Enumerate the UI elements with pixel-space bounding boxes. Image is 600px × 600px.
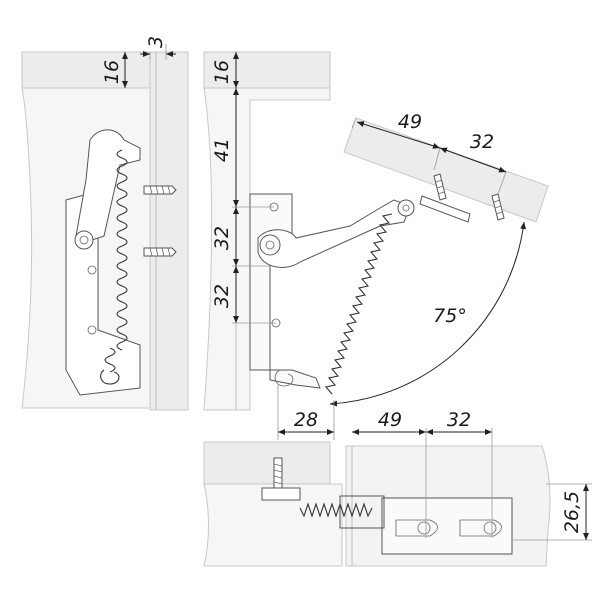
- dim-label-lid-32: 32: [470, 131, 494, 153]
- bottom-lid-plate: [381, 497, 513, 555]
- dim-line-lid-32: [439, 147, 507, 173]
- dim-label-bottom-49: 49: [378, 409, 402, 431]
- dim-line-lid-49: [356, 121, 441, 149]
- left-spring-lower: [100, 347, 120, 385]
- angle-label: 75°: [433, 305, 467, 327]
- bottom-plan-view: 28 49 32 26,5: [203, 384, 592, 567]
- right-lid-screws: [419, 173, 505, 223]
- left-pivot-circle: [74, 230, 94, 250]
- left-spring-upper: [116, 149, 128, 351]
- bottom-bracket: [261, 487, 301, 501]
- left-top-panel: [21, 51, 151, 89]
- dim-label-41: 41: [211, 138, 233, 162]
- left-screw-upper: [143, 185, 177, 195]
- right-mount-plate: [249, 193, 321, 389]
- bottom-top-panel: [203, 441, 331, 485]
- dim-label-32-upper: 32: [211, 226, 233, 250]
- dim-label-28: 28: [294, 409, 318, 431]
- dim-label-26-5: 26,5: [561, 491, 583, 533]
- dim-label-32-lower: 32: [211, 284, 233, 308]
- left-screw-lower: [143, 247, 177, 257]
- dim-label-left-16: 16: [101, 60, 123, 84]
- dim-label-gap-3: 3: [145, 36, 167, 48]
- bottom-spring: [299, 502, 373, 518]
- dim-label-right-16: 16: [211, 60, 233, 84]
- dim-label-bottom-32: 32: [447, 409, 471, 431]
- left-side-view: 16 3: [21, 36, 189, 411]
- angle-arc: [329, 221, 527, 407]
- right-side-view: 16 41 32 32 49 32 75°: [203, 51, 549, 411]
- dim-label-lid-49: 49: [398, 111, 422, 133]
